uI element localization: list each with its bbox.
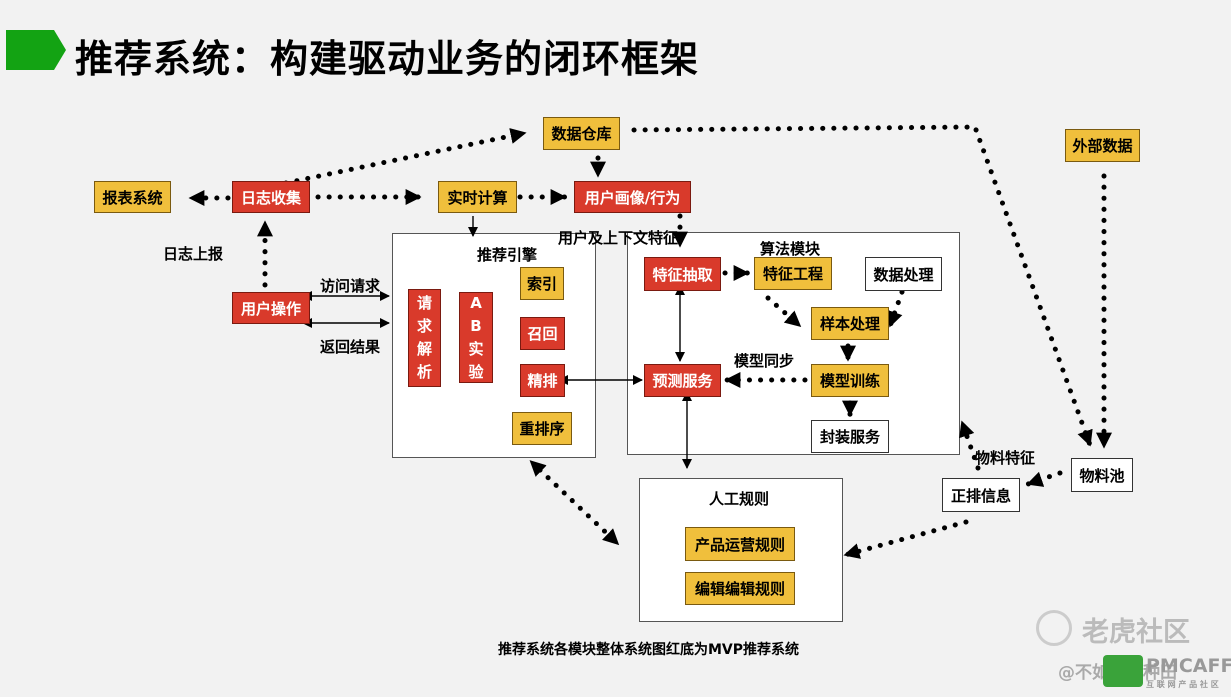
sample-process-box: 样本处理 [811,307,889,340]
external-data-box: 外部数据 [1065,129,1140,162]
diagram-caption: 推荐系统各模块整体系统图红底为MVP推荐系统 [498,642,800,658]
rerank-box: 重排序 [512,412,572,445]
algo-panel-title: 算法模块 [760,240,821,258]
edit-rule-box: 编辑编辑规则 [685,572,795,605]
positive-to-algo-arrow [959,419,981,471]
ab-test-char: 实 [468,339,484,358]
ab-test-box: A B 实 验 [459,292,493,383]
visit-request-label: 访问请求 [320,277,381,295]
user-operation-box: 用户操作 [232,292,310,324]
log-report-label: 日志上报 [163,245,224,263]
feature-eng-box: 特征工程 [754,257,832,290]
slide-title: 推荐系统：构建驱动业务的闭环框架 [75,37,700,81]
ab-test-char: A [470,293,482,312]
package-service-box: 封装服务 [811,420,889,453]
user-context-label: 用户及上下文特征 [558,229,679,247]
user-profile-box: 用户画像/行为 [574,181,691,213]
request-parse-box: 请 求 解 析 [408,289,441,387]
request-parse-char: 求 [416,317,432,335]
feature-extract-box: 特征抽取 [644,257,721,291]
ops-rule-box: 产品运营规则 [685,527,795,561]
ab-test-char: 验 [468,362,484,381]
warehouse-box: 数据仓库 [543,117,620,150]
watermark-logo-sub: 互 联 网 产 品 社 区 [1146,680,1219,689]
request-parse-char: 请 [416,294,432,312]
material-feature-label: 物料特征 [975,449,1036,467]
title-arrow-icon [6,30,66,70]
watermark-brand: 老虎社区 [1082,617,1190,648]
realtime-calc-box: 实时计算 [438,181,517,213]
recall-box: 召回 [520,317,565,350]
request-parse-char: 析 [416,363,432,381]
eng-to-sample-arrow [765,295,803,329]
engine-panel-title: 推荐引擎 [477,246,538,264]
predict-service-box: 预测服务 [644,364,721,397]
pool-to-positive-arrow [1025,470,1063,487]
model-sync-label: 模型同步 [734,352,795,370]
return-result-label: 返回结果 [320,338,381,356]
watermark-logo: PMCAFF [1146,655,1231,677]
request-parse-char: 解 [416,340,432,358]
dataproc-to-sample-arrow [887,289,905,329]
positive-to-rules-arrow [842,519,969,559]
log-collect-box: 日志收集 [232,181,310,213]
index-box: 索引 [520,267,564,300]
warehouse-to-pool-arrow [631,124,1093,448]
rules-panel-title: 人工规则 [709,490,770,508]
report-system-box: 报表系统 [94,181,171,213]
log-to-warehouse-arrow [283,128,528,186]
rank-box: 精排 [520,364,565,397]
tiger-logo-icon [1036,610,1072,646]
pmcaff-logo-icon [1103,655,1143,687]
material-pool-box: 物料池 [1071,458,1133,492]
engine-rules-arrow [529,460,621,547]
data-process-box: 数据处理 [865,257,942,291]
ab-test-char: B [470,316,482,335]
positive-info-box: 正排信息 [942,478,1020,512]
model-train-box: 模型训练 [811,364,889,397]
